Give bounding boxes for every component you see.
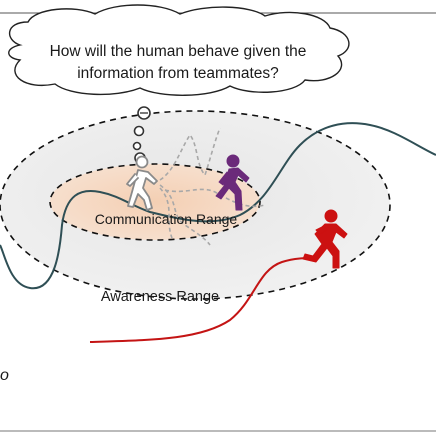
terrain-path	[0, 122, 436, 290]
human-trajectories	[159, 127, 266, 246]
communication-range-label: Communication Range	[95, 211, 238, 227]
partial-glyph: o	[0, 367, 9, 384]
thought-bubble-line1: How will the human behave given the	[50, 43, 307, 60]
awareness-range-label: Awareness Range	[101, 289, 219, 305]
teammate-far-path	[89, 257, 316, 343]
purple-teammate-icon	[215, 154, 250, 211]
thought-bubble-icon	[8, 4, 350, 164]
human-walker-icon	[126, 155, 158, 211]
red-teammate-icon	[302, 209, 348, 269]
thought-bubble-line2: information from teammates?	[77, 65, 279, 82]
